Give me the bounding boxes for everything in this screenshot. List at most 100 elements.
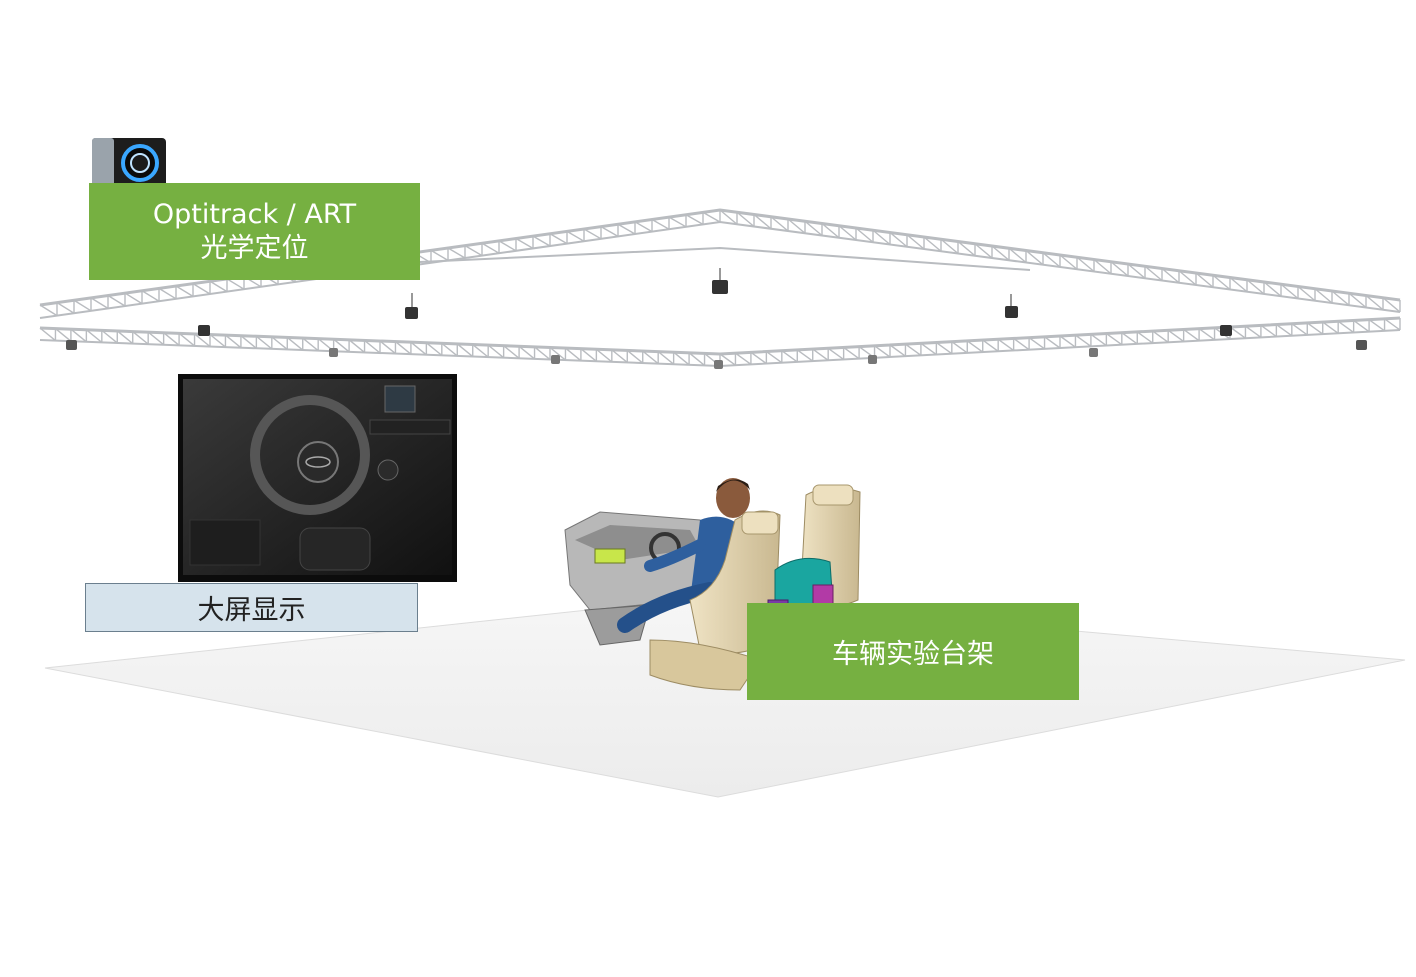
truss-brace — [498, 240, 517, 252]
truss-brace — [379, 340, 396, 355]
truss-brace — [158, 287, 177, 300]
truss-brace — [1008, 247, 1027, 264]
truss-brace — [796, 349, 814, 362]
big-screen-label-text: 大屏显示 — [197, 595, 306, 626]
truss-brace — [271, 336, 288, 350]
truss-brace — [116, 330, 134, 345]
truss-brace — [753, 213, 772, 230]
truss-brace — [719, 209, 738, 225]
truss-brace — [515, 237, 534, 250]
truss-brace — [611, 349, 628, 363]
truss-brace — [1090, 333, 1107, 347]
truss-brace — [209, 280, 228, 293]
optical-tracking-label-line2: 光学定位 — [200, 232, 309, 264]
truss-brace — [735, 352, 752, 365]
truss-brace — [583, 228, 602, 240]
truss-brace — [209, 333, 226, 348]
truss-brace — [192, 283, 211, 295]
vehicle-rig-label-text: 车辆实验台架 — [832, 639, 994, 670]
truss-brace — [997, 338, 1015, 352]
truss-brace — [107, 294, 126, 307]
truss-brace — [1297, 285, 1316, 302]
truss-brace — [481, 242, 500, 254]
truss-brace — [1025, 249, 1044, 266]
truss-brace — [1291, 323, 1308, 336]
truss-brace — [1028, 337, 1045, 350]
truss-brace — [226, 278, 245, 290]
truss-brace — [147, 331, 165, 346]
truss-brace — [787, 218, 806, 234]
truss-brace — [1144, 265, 1163, 282]
truss-brace — [1161, 267, 1180, 284]
truss-brace — [255, 335, 273, 350]
truss-brace — [673, 351, 690, 366]
truss-brace — [1059, 335, 1076, 348]
truss-brace — [1246, 279, 1265, 295]
truss-brace — [940, 238, 959, 255]
truss-brace — [333, 338, 350, 353]
truss-brace — [991, 245, 1010, 261]
truss-brace — [194, 333, 211, 348]
tracking-camera-icon — [868, 355, 877, 364]
truss-brace — [843, 346, 860, 360]
truss-brace — [966, 340, 984, 353]
truss-brace — [1322, 321, 1339, 334]
truss-brace — [73, 299, 92, 312]
truss-brace — [39, 327, 56, 342]
truss-brace — [1365, 294, 1384, 311]
truss-brace — [765, 350, 783, 364]
truss-brace — [1076, 256, 1095, 273]
truss-brace — [566, 230, 585, 242]
truss-brace — [503, 345, 520, 359]
tracking-camera-icon — [1089, 348, 1098, 357]
truss-brace — [974, 243, 993, 259]
tracking-camera-icon — [1220, 325, 1232, 336]
tracking-camera-icon — [198, 325, 210, 336]
truss-brace — [827, 347, 845, 361]
truss-brace — [872, 229, 891, 246]
truss-brace — [1127, 263, 1146, 279]
truss-brace — [889, 231, 908, 248]
truss-brace — [1212, 274, 1231, 291]
tracking-camera-icon — [1356, 340, 1367, 350]
truss-brace — [688, 352, 705, 366]
truss-brace — [1280, 283, 1299, 300]
truss-brace — [1198, 328, 1215, 341]
truss-brace — [1229, 276, 1248, 293]
truss-brace — [132, 331, 149, 345]
truss-brace — [781, 350, 798, 363]
truss-brace — [617, 223, 636, 235]
truss-brace — [549, 346, 566, 361]
truss-brace — [56, 302, 75, 314]
truss-brace — [1275, 323, 1293, 337]
truss-brace — [685, 214, 704, 226]
optical-tracking-label: Optitrack / ART 光学定位 — [89, 183, 420, 280]
truss-brace — [1368, 319, 1385, 332]
tracking-camera-icon — [551, 355, 560, 364]
tracking-camera-icon — [329, 348, 338, 357]
truss-brace — [1348, 292, 1367, 309]
truss-brace — [657, 351, 675, 365]
truss-brace — [1042, 252, 1061, 268]
truss-brace — [1384, 318, 1401, 331]
truss-brace — [804, 220, 823, 237]
truss-brace — [441, 342, 458, 357]
truss-brace — [101, 329, 118, 344]
truss-brace — [702, 211, 721, 223]
truss-brace — [1382, 297, 1401, 313]
truss-brace — [750, 351, 767, 365]
tracking-camera-icon — [1005, 294, 1018, 318]
truss-brace — [951, 341, 968, 354]
truss-brace — [905, 343, 922, 356]
truss-brace — [1136, 331, 1154, 344]
truss-brace — [982, 339, 999, 352]
truss-brace — [600, 226, 619, 238]
truss-brace — [565, 347, 582, 362]
truss-brace — [39, 304, 58, 317]
truss-brace — [395, 341, 412, 355]
truss-brace — [634, 221, 653, 233]
truss-brace — [175, 285, 194, 297]
truss-brace — [1121, 332, 1138, 345]
truss-brace — [447, 247, 466, 259]
